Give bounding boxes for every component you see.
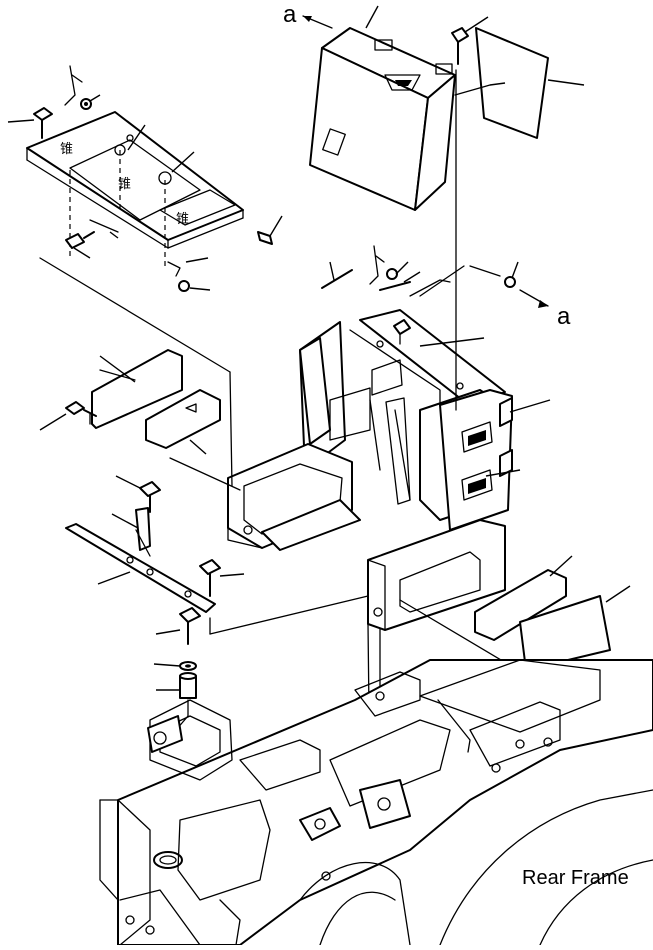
- rod: [321, 261, 353, 289]
- svg-text:锥: 锥: [176, 211, 189, 226]
- callout-a-top-label: a: [283, 1, 297, 28]
- callout-a-right: a: [469, 261, 571, 330]
- pad-panel-top: [454, 27, 585, 139]
- plate-fasteners: [65, 215, 283, 292]
- bolt-left-mid: [39, 401, 97, 431]
- bolt-top-box: [451, 16, 489, 65]
- console-right-upright: [419, 389, 551, 531]
- top-cover-box: [309, 5, 456, 211]
- svg-text:锥: 锥: [60, 141, 73, 156]
- bracket-upright: [111, 507, 151, 557]
- pad-right-lower: [519, 585, 631, 671]
- console-frame: [227, 309, 506, 551]
- pin-clip-mid: [369, 245, 451, 297]
- pad-right-upper: [474, 555, 573, 641]
- top-plate-assembly: 锥 锥 锥: [26, 111, 244, 270]
- bolt-bracket-right: [199, 559, 245, 597]
- callout-a-top: a: [283, 1, 333, 29]
- callout-a-right-label: a: [557, 303, 571, 330]
- bracket-plate: [65, 523, 216, 613]
- rear-frame: [99, 659, 653, 946]
- side-panel-left: [91, 349, 183, 429]
- bolt-left-top: [7, 107, 53, 139]
- pin-clip-top: [64, 65, 101, 110]
- bolt-stack: [153, 607, 201, 717]
- svg-text:锥: 锥: [118, 176, 131, 191]
- pad-left: [145, 389, 221, 455]
- bolt-bracket: [115, 475, 161, 513]
- rear-frame-caption: Rear Frame: [522, 867, 629, 889]
